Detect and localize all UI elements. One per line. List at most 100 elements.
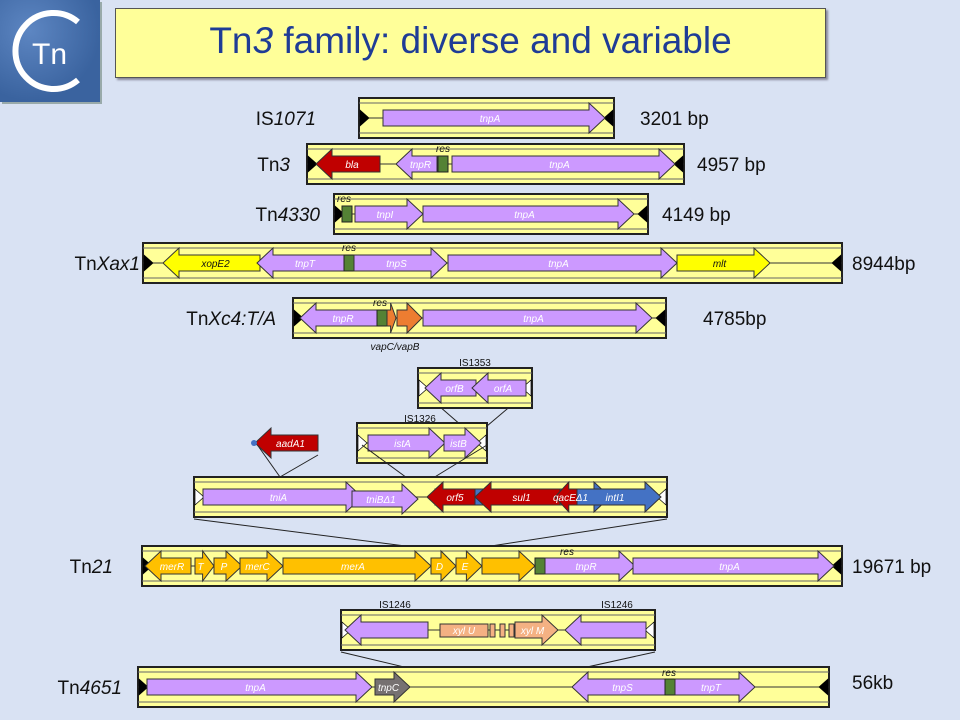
gene-arrow — [282, 549, 432, 583]
gene-arrow — [471, 371, 527, 405]
name-prefix: Tn — [186, 309, 208, 330]
gene-label: merC — [245, 562, 270, 573]
gene-arrow — [374, 670, 411, 704]
gene-label: tnpA — [514, 210, 535, 221]
gene-arrow — [422, 197, 635, 231]
gene-label: tnpS — [386, 259, 407, 270]
gene-label: orfA — [494, 384, 513, 395]
gene-arrow — [554, 480, 579, 514]
res-site — [376, 309, 388, 327]
gene-label: xyl U — [452, 626, 476, 637]
gene-label: bla — [345, 160, 359, 171]
name-prefix: Tn — [70, 557, 92, 578]
element-name: TnXc4:T/A — [186, 309, 276, 330]
gene-label: merR — [160, 562, 184, 573]
terminal-repeat-left-icon — [143, 254, 154, 272]
res-site — [437, 155, 449, 173]
name-italic: Xc4:T/A — [207, 309, 276, 330]
gene-arrow — [213, 549, 243, 583]
gene-label: E — [462, 562, 469, 573]
gene-arrow — [455, 549, 483, 583]
name-italic: 1071 — [274, 109, 316, 130]
element-size: 8944bp — [852, 254, 915, 275]
res-label: res — [373, 298, 387, 309]
terminal-repeat-right-icon — [603, 109, 614, 127]
gene-arrow — [351, 482, 419, 516]
gene-arrow — [162, 246, 261, 280]
is1246-right-label: IS1246 — [601, 600, 633, 611]
title-prefix: Tn — [209, 20, 253, 61]
gene-label: tnpR — [410, 160, 431, 171]
gene-label: tnpA — [549, 160, 570, 171]
tn-logo: Tn — [0, 0, 100, 102]
terminal-repeat-right-icon — [818, 678, 829, 696]
element-name: Tn3 — [257, 155, 290, 176]
gene-label: xyl M — [520, 626, 545, 637]
element-size: 3201 bp — [640, 109, 709, 130]
res-label: res — [436, 144, 450, 155]
gene-arrow — [474, 480, 561, 514]
gene-arrow — [315, 147, 381, 181]
gene-label: tnpR — [575, 562, 596, 573]
name-prefix: Tn — [58, 678, 80, 699]
name-italic: 21 — [91, 557, 113, 578]
gene-label: istA — [394, 439, 411, 450]
res-site — [664, 678, 676, 696]
name-italic: 4330 — [278, 205, 321, 226]
element-size: 19671 bp — [852, 557, 931, 578]
element-size: 4785bp — [703, 309, 766, 330]
logo-mark: Tn — [12, 10, 80, 92]
gene-arrow — [514, 613, 559, 647]
element-size: 56kb — [852, 673, 893, 694]
gene-label: intI1 — [606, 493, 625, 504]
gene-arrow — [544, 549, 636, 583]
res-site — [343, 254, 355, 272]
element-name: Tn4330 — [256, 205, 321, 226]
gene-label: tnpI — [377, 210, 394, 221]
gene-arrow — [424, 371, 477, 405]
gene-label: D — [436, 562, 443, 573]
is1353-label: IS1353 — [459, 358, 491, 369]
gene-arrow — [426, 480, 476, 514]
gene-arrow — [256, 246, 346, 280]
gene-arrow — [430, 549, 457, 583]
gene-arrow — [447, 246, 678, 280]
title-rest: family: diverse and variable — [273, 20, 732, 61]
gene-label: tnpT — [701, 683, 722, 694]
terminal-repeat-left-icon — [194, 488, 205, 506]
gene-label: tnpR — [332, 314, 353, 325]
vapc-vapb-label: vapC/vapB — [371, 342, 420, 353]
name-italic: 3 — [279, 155, 290, 176]
gene-arrow — [382, 101, 606, 135]
gene-arrow — [451, 147, 676, 181]
gene-label: aadA1 — [276, 439, 305, 450]
gene-label: mlt — [713, 259, 728, 270]
gene-label: xopE2 — [200, 259, 230, 270]
gene-label: tnpC — [378, 683, 400, 694]
element-name: IS1071 — [256, 109, 316, 130]
gene-label: orfB — [445, 384, 464, 395]
name-prefix: Tn — [75, 254, 97, 275]
gene-label: tniBΔ1 — [366, 495, 396, 506]
res-site — [534, 557, 546, 575]
gene-arrow — [443, 426, 482, 460]
gene-arrow — [386, 302, 397, 334]
gene-label: tnpA — [480, 114, 501, 125]
name-italic: Xax1 — [96, 254, 140, 275]
element-name: TnXax1 — [75, 254, 141, 275]
gene-arrow — [144, 549, 192, 583]
gene-arrow — [395, 147, 438, 181]
gene-label: sul1 — [512, 493, 530, 504]
res-label: res — [342, 243, 356, 254]
gene-arrow — [353, 246, 448, 280]
name-prefix: Tn — [256, 205, 278, 226]
insertion-line — [255, 442, 281, 478]
element-name: Tn21 — [70, 557, 113, 578]
gene-label: merA — [341, 562, 365, 573]
terminal-repeat-right-icon — [644, 621, 655, 639]
gene-arrow — [632, 549, 835, 583]
gene-box — [499, 623, 506, 638]
gene-arrow — [396, 301, 423, 335]
gene-arrow — [194, 549, 215, 583]
